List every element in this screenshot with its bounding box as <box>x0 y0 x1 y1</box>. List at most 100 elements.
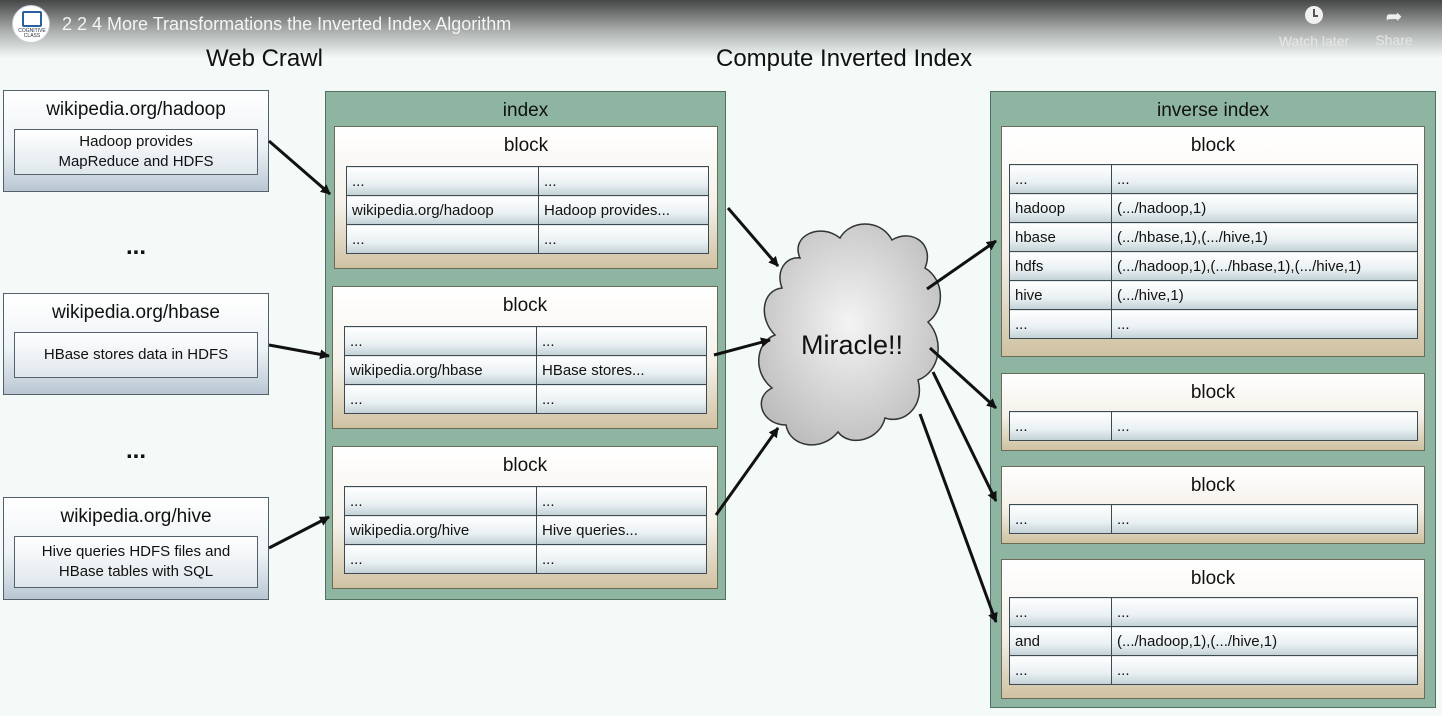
table-cell: (.../hive,1) <box>1111 280 1418 310</box>
table-row: ...... <box>344 326 707 356</box>
arrow-block2-to-cloud <box>713 337 771 357</box>
block-title: block <box>1190 568 1236 589</box>
table-cell: ... <box>1111 411 1418 441</box>
table-row: hdfs(.../hadoop,1),(.../hbase,1),(.../hi… <box>1009 251 1418 281</box>
table-cell: hbase <box>1009 222 1112 252</box>
table-cell: hive <box>1009 280 1112 310</box>
block-title: block <box>503 135 549 156</box>
table-cell: (.../hadoop,1),(.../hive,1) <box>1111 626 1418 656</box>
share-button[interactable]: ➦ Share <box>1354 6 1434 48</box>
block-title: block <box>1190 135 1236 156</box>
table-cell: ... <box>538 224 709 254</box>
source-doc-hive: wikipedia.org/hive Hive queries HDFS fil… <box>3 497 269 600</box>
ellipsis-1: ... <box>126 233 147 260</box>
table-cell: ... <box>1009 164 1112 194</box>
source-text: Hive queries HDFS files and HBase tables… <box>14 536 258 588</box>
share-label: Share <box>1375 32 1413 48</box>
arrow-hbase-to-index <box>268 343 330 360</box>
source-text: HBase stores data in HDFS <box>14 332 258 378</box>
source-url: wikipedia.org/hive <box>60 506 212 527</box>
arrow-block1-to-cloud <box>726 207 780 267</box>
table-cell: ... <box>344 544 537 574</box>
web-crawl-heading: Web Crawl <box>206 45 323 72</box>
table-cell: ... <box>1009 597 1112 627</box>
table-row: ...... <box>1009 309 1418 339</box>
source-text: Hadoop provides MapReduce and HDFS <box>14 129 258 175</box>
clock-icon <box>1305 6 1323 24</box>
table-cell: hdfs <box>1009 251 1112 281</box>
table-row: ...... <box>344 544 707 574</box>
arrow-cloud-to-inverse-4 <box>918 413 998 623</box>
block-title: block <box>502 295 548 316</box>
watch-later-button[interactable]: Watch later <box>1274 6 1354 49</box>
table-cell: ... <box>1111 309 1418 339</box>
source-doc-hbase: wikipedia.org/hbase HBase stores data in… <box>3 293 269 395</box>
table-row: and(.../hadoop,1),(.../hive,1) <box>1009 626 1418 656</box>
table-cell: ... <box>1111 164 1418 194</box>
table-row: ...... <box>1009 655 1418 685</box>
table-row: hadoop(.../hadoop,1) <box>1009 193 1418 223</box>
table-cell: ... <box>1111 504 1418 534</box>
table-row: ...... <box>1009 504 1418 534</box>
table-cell: Hadoop provides... <box>538 195 709 225</box>
inverse-block-4: block ...... and(.../hadoop,1),(.../hive… <box>1001 559 1425 699</box>
cloud-shape <box>758 223 942 446</box>
compute-inverted-index-heading: Compute Inverted Index <box>716 45 973 72</box>
video-title[interactable]: 2 2 4 More Transformations the Inverted … <box>62 14 512 34</box>
inverse-block-table: ...... <box>1009 504 1418 534</box>
table-cell: ... <box>536 544 707 574</box>
table-cell: and <box>1009 626 1112 656</box>
video-top-bar: COGNITIVE CLASS 2 2 4 More Transformatio… <box>0 0 1442 58</box>
table-row: ...... <box>344 384 707 414</box>
table-cell: ... <box>1009 504 1112 534</box>
table-cell: hadoop <box>1009 193 1112 223</box>
miracle-cloud <box>758 223 942 446</box>
arrow-hive-to-index <box>268 515 330 550</box>
block-title: block <box>1190 475 1236 496</box>
table-cell: wikipedia.org/hadoop <box>346 195 539 225</box>
table-cell: Hive queries... <box>536 515 707 545</box>
source-url: wikipedia.org/hadoop <box>46 99 226 120</box>
share-arrow-icon: ➦ <box>1385 6 1403 28</box>
table-row: ...... <box>1009 597 1418 627</box>
source-doc-hadoop: wikipedia.org/hadoop Hadoop provides Map… <box>3 90 269 192</box>
ellipsis-2: ... <box>126 437 147 464</box>
inverse-block-3: block ...... <box>1001 466 1425 544</box>
channel-logo-text: COGNITIVE CLASS <box>18 28 46 39</box>
table-cell: ... <box>1009 655 1112 685</box>
arrow-hadoop-to-index <box>268 139 331 196</box>
table-row: ...... <box>346 224 709 254</box>
table-cell: ... <box>536 384 707 414</box>
table-cell: (.../hadoop,1) <box>1111 193 1418 223</box>
miracle-label: Miracle!! <box>801 330 903 360</box>
block-title: block <box>1190 382 1236 403</box>
table-cell: ... <box>1009 411 1112 441</box>
arrow-cloud-to-inverse-1 <box>926 239 997 291</box>
book-icon <box>22 11 42 27</box>
table-row: ...... <box>344 486 707 516</box>
channel-logo[interactable]: COGNITIVE CLASS <box>12 5 50 43</box>
block-title: block <box>502 455 548 476</box>
table-cell: ... <box>346 224 539 254</box>
table-cell: ... <box>344 486 537 516</box>
watch-later-label: Watch later <box>1278 33 1350 49</box>
arrow-block3-to-cloud <box>714 427 780 516</box>
inverse-index-panel: inverse index block ...... hadoop(.../ha… <box>990 91 1436 708</box>
table-cell: ... <box>344 384 537 414</box>
table-row: ...... <box>1009 411 1418 441</box>
source-url: wikipedia.org/hbase <box>52 302 220 323</box>
table-cell: ... <box>1111 655 1418 685</box>
inverse-block-table: ...... and(.../hadoop,1),(.../hive,1) ..… <box>1009 597 1418 685</box>
table-cell: ... <box>346 166 539 196</box>
table-cell: wikipedia.org/hive <box>344 515 537 545</box>
inverse-index-title: inverse index <box>1157 100 1269 121</box>
table-cell: ... <box>344 326 537 356</box>
